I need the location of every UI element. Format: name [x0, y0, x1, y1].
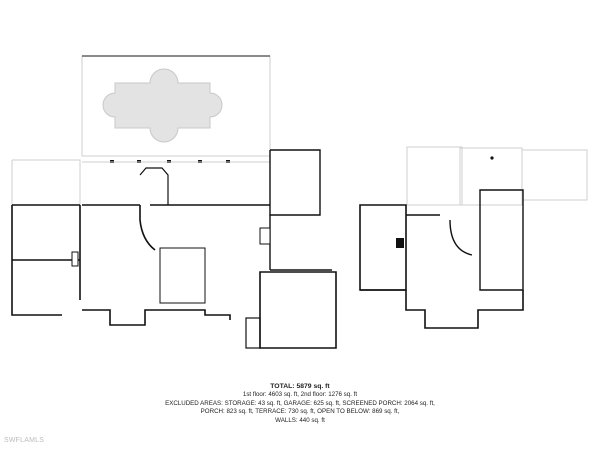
second-floor-plan: [359, 146, 588, 329]
excluded-areas-line-2: PORCH: 823 sq. ft, TERRACE: 730 sq. ft, …: [200, 408, 400, 416]
floor-areas: 1st floor: 4603 sq. ft, 2nd floor: 1276 …: [242, 391, 358, 399]
watermark: SWFLAMLS: [4, 437, 45, 444]
excluded-areas-line-3: WALLS: 440 sq. ft: [275, 416, 325, 424]
pool-shape: [102, 68, 223, 143]
total-area: TOTAL: 5879 sq. ft: [270, 383, 330, 390]
first-floor-plan: [11, 55, 337, 349]
area-summary: TOTAL: 5879 sq. ft 1st floor: 4603 sq. f…: [100, 383, 500, 425]
excluded-areas-line-1: EXCLUDED AREAS: STORAGE: 43 sq. ft, GARA…: [165, 399, 435, 407]
floor-plan-drawing: [11, 55, 588, 349]
